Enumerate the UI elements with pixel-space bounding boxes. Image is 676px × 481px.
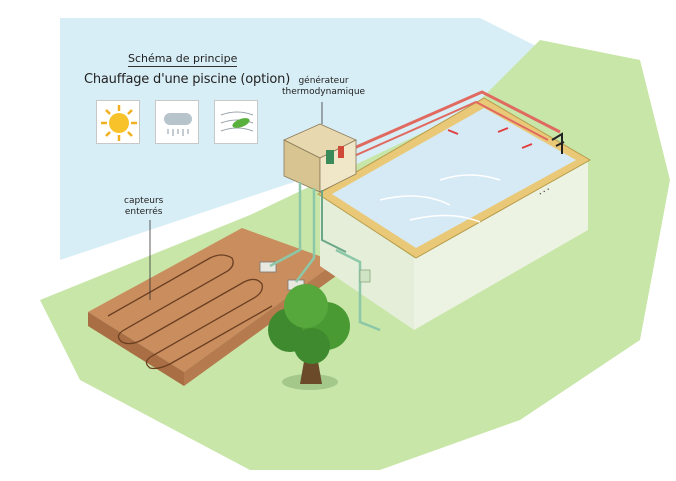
capteurs-label-line1: capteurs bbox=[124, 196, 164, 206]
generator-label-line2: thermodynamique bbox=[282, 87, 366, 97]
generator-label-line1: générateur bbox=[298, 76, 349, 86]
rain-tile bbox=[155, 100, 199, 144]
heat-pump-unit bbox=[283, 123, 357, 193]
schema-subtitle: Chauffage d'une piscine (option) bbox=[84, 72, 291, 87]
wind-tile bbox=[214, 100, 258, 144]
pool: • • • bbox=[317, 97, 592, 330]
cloud-rain-icon bbox=[164, 113, 192, 136]
wind-leaf-icon bbox=[220, 111, 254, 132]
collector-pipe bbox=[269, 182, 381, 332]
schema-title: Schéma de principe bbox=[128, 52, 238, 67]
hot-water-pipe bbox=[344, 90, 561, 154]
sun-tile bbox=[96, 100, 140, 144]
svg-text:• • •: • • • bbox=[538, 186, 551, 197]
collector-box-1 bbox=[259, 261, 277, 273]
pool-ladder bbox=[551, 132, 565, 154]
sun-icon bbox=[101, 105, 137, 141]
capteurs-label: capteurs enterrés bbox=[124, 196, 163, 218]
pool-water bbox=[332, 108, 576, 248]
capteurs-label-line2: enterrés bbox=[124, 207, 163, 217]
collector-loop bbox=[107, 254, 273, 370]
generator-label: générateur thermodynamique bbox=[282, 76, 365, 98]
tree bbox=[268, 284, 350, 390]
